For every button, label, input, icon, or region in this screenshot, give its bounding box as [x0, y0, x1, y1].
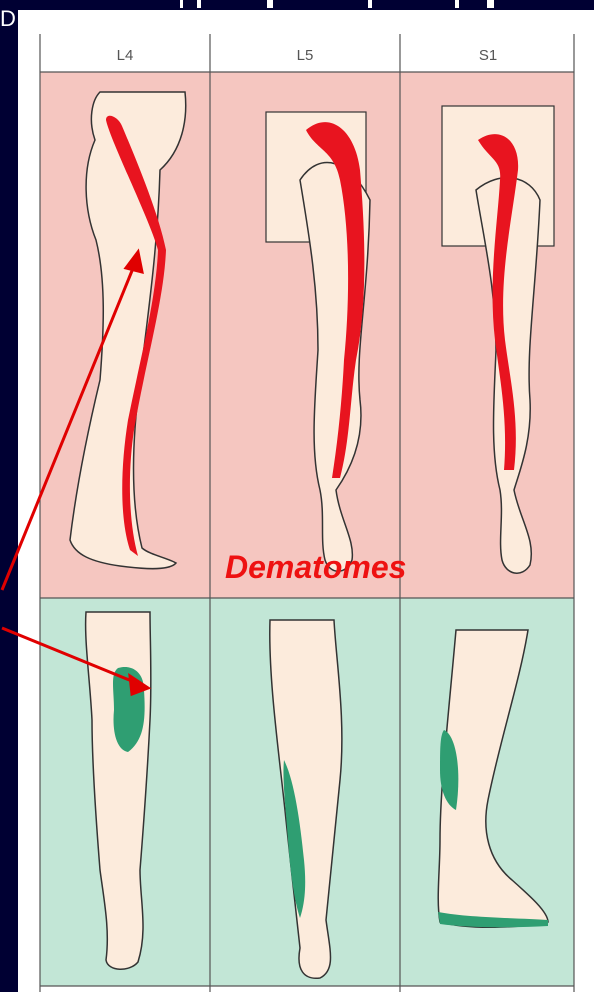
column-label-l4: L4 — [117, 47, 134, 64]
column-label-l5: L5 — [297, 47, 314, 64]
column-label-s1: S1 — [479, 47, 497, 64]
figure-caption: Dematomes — [225, 549, 406, 585]
